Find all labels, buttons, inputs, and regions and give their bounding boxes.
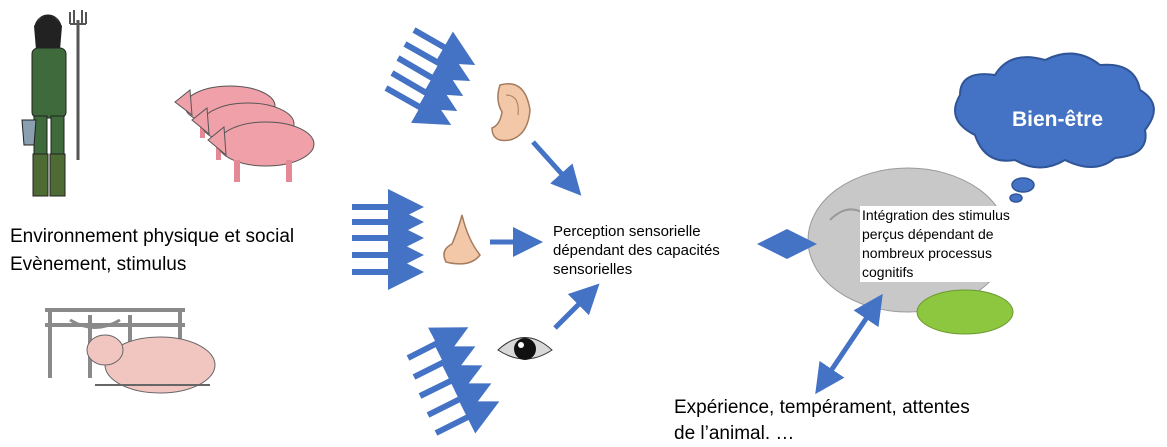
- thought-cloud: [954, 52, 1155, 203]
- integration-line2: perçus dépendant de: [862, 226, 994, 242]
- perception-line3: sensorielles: [553, 261, 633, 278]
- middle-stimulus-arrows: [352, 189, 424, 290]
- integration-line4: cognitifs: [862, 264, 914, 280]
- ear-icon: [491, 83, 531, 142]
- perception-line2: dépendant des capacités: [553, 242, 720, 259]
- experience-label: Expérience, tempérament, attentes de l’a…: [674, 395, 970, 447]
- experience-line1: Expérience, tempérament, attentes: [674, 397, 970, 418]
- upper-stimulus-arrows: [384, 27, 476, 125]
- environment-line1: Environnement physique et social: [10, 226, 295, 247]
- sense-to-perception-arrows: [490, 140, 600, 330]
- environment-label: Environnement physique et social Evèneme…: [10, 223, 294, 279]
- lower-stimulus-arrows: [406, 327, 500, 436]
- farmer-illustration: [21, 10, 87, 197]
- cloud-label: Bien-être: [1012, 108, 1104, 131]
- cow-in-stall-illustration: [45, 308, 216, 394]
- integration-label: Intégration des stimulus perçus dépendan…: [860, 206, 1054, 282]
- perception-label: Perception sensorielle dépendant des cap…: [553, 222, 720, 279]
- eye-icon: [497, 337, 553, 360]
- integration-line3: nombreux processus: [862, 245, 992, 261]
- experience-line2: de l’animal. …: [674, 423, 795, 444]
- brain-experience-arrow: [815, 293, 883, 395]
- pigs-illustration: [174, 85, 315, 182]
- nose-icon: [443, 214, 481, 265]
- environment-line2: Evènement, stimulus: [10, 254, 187, 275]
- integration-line1: Intégration des stimulus: [862, 207, 1010, 223]
- perception-line1: Perception sensorielle: [553, 223, 701, 240]
